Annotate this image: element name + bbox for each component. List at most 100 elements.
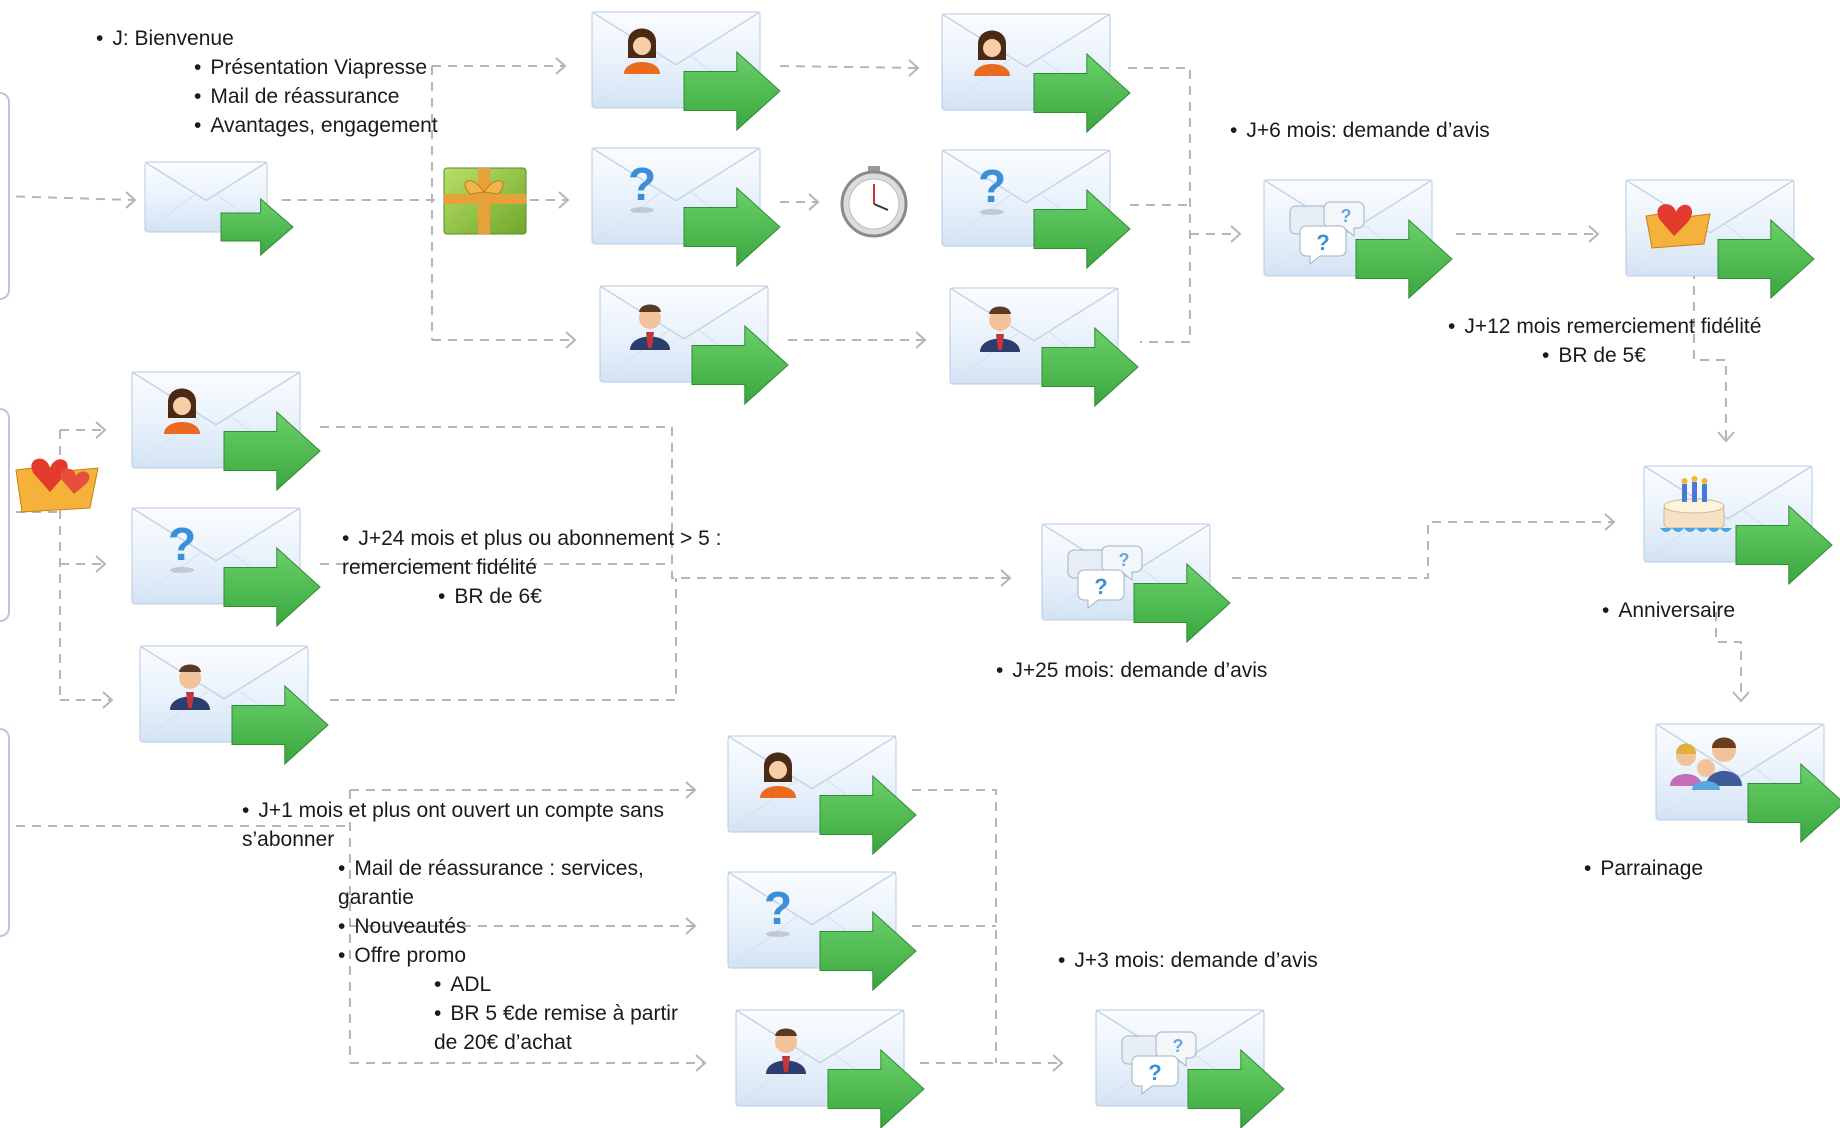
green-arrow-icon xyxy=(683,50,781,132)
question-mark-icon: ? xyxy=(978,160,1006,215)
svg-text:?: ? xyxy=(1094,574,1107,599)
speech-bubbles-question-icon: ?? xyxy=(1067,545,1143,610)
green-arrow-icon xyxy=(691,324,789,406)
label-j25: J+25 mois: demande d’avis xyxy=(996,656,1267,685)
svg-text:?: ? xyxy=(1173,1036,1184,1056)
label-j1-title-cont: s’abonner xyxy=(242,828,335,851)
email-woman-1 xyxy=(590,10,781,132)
label-welcome-title: J: Bienvenue xyxy=(96,24,438,53)
email-question-2: ? xyxy=(940,148,1131,270)
businessman-avatar-icon xyxy=(630,304,670,350)
woman-avatar-icon xyxy=(624,28,660,74)
email-avis-j3: ?? xyxy=(1094,1008,1285,1128)
email-question-3: ? xyxy=(130,506,321,628)
svg-text:?: ? xyxy=(764,882,792,934)
email-woman-4 xyxy=(726,734,917,856)
green-arrow-icon xyxy=(1717,218,1815,300)
label-j24-title-cont: remerciement fidélité xyxy=(342,556,537,579)
woman-avatar-icon xyxy=(760,752,796,798)
stopwatch-icon xyxy=(830,160,920,245)
email-man-1 xyxy=(598,284,789,406)
businessman-avatar-icon xyxy=(980,306,1020,352)
label-welcome: J: Bienvenue Présentation Viapresse Mail… xyxy=(96,24,438,140)
green-arrow-icon xyxy=(827,1048,925,1128)
label-j1-item-2: Nouveautés xyxy=(338,912,678,941)
green-arrow-icon xyxy=(1033,188,1131,270)
email-man-4 xyxy=(734,1008,925,1128)
birthday-cake-icon xyxy=(1660,476,1732,532)
segment-bar-middle xyxy=(0,408,10,622)
label-j1-item-3: Offre promo xyxy=(338,941,678,970)
email-question-1: ? xyxy=(590,146,781,268)
label-j12-sub: BR de 5€ xyxy=(1542,341,1761,370)
question-mark-icon: ? xyxy=(168,518,196,573)
green-arrow-icon xyxy=(223,410,321,492)
label-j24-title: J+24 mois et plus ou abonnement > 5 : xyxy=(342,524,721,553)
svg-text:?: ? xyxy=(628,158,656,210)
label-j12-title: J+12 mois remerciement fidélité xyxy=(1448,312,1761,341)
svg-text:?: ? xyxy=(1148,1060,1161,1085)
label-j1-title: J+1 mois et plus ont ouvert un compte sa… xyxy=(242,796,678,825)
label-j12: J+12 mois remerciement fidélité BR de 5€ xyxy=(1448,312,1761,370)
green-arrow-icon xyxy=(1355,218,1453,300)
green-arrow-icon xyxy=(223,546,321,628)
email-anniversaire xyxy=(1642,464,1833,586)
green-arrow-icon xyxy=(231,684,329,766)
heart-folder-icon xyxy=(1645,204,1711,249)
label-j1-item-1b: garantie xyxy=(338,886,414,909)
green-arrow-icon xyxy=(1041,326,1139,408)
green-arrow-icon xyxy=(1747,762,1840,844)
green-arrow-icon xyxy=(683,186,781,268)
svg-text:?: ? xyxy=(168,518,196,570)
label-j6: J+6 mois: demande d’avis xyxy=(1230,116,1489,145)
label-j3: J+3 mois: demande d’avis xyxy=(1058,946,1317,975)
question-mark-icon: ? xyxy=(628,158,656,213)
email-welcome xyxy=(143,160,294,257)
label-j1-item-1a: Mail de réassurance : services, xyxy=(338,854,678,883)
heart-folder-icon xyxy=(10,446,110,523)
label-j1-sub-2a: BR 5 €de remise à partir xyxy=(434,999,678,1028)
green-arrow-icon xyxy=(1735,504,1833,586)
woman-avatar-icon xyxy=(164,388,200,434)
label-welcome-item-2: Mail de réassurance xyxy=(194,82,438,111)
label-parrainage: Parrainage xyxy=(1584,854,1703,883)
label-j1: J+1 mois et plus ont ouvert un compte sa… xyxy=(242,796,678,1057)
email-parrainage xyxy=(1654,722,1840,844)
green-arrow-icon xyxy=(1187,1048,1285,1128)
businessman-avatar-icon xyxy=(766,1028,806,1074)
label-anniversaire: Anniversaire xyxy=(1602,596,1735,625)
speech-bubbles-question-icon: ?? xyxy=(1289,201,1365,266)
gift-box-icon xyxy=(440,162,530,245)
label-welcome-item-3: Avantages, engagement xyxy=(194,111,437,140)
email-avis-j6: ?? xyxy=(1262,178,1453,300)
email-man-3 xyxy=(138,644,329,766)
email-fidelite-j12 xyxy=(1624,178,1815,300)
speech-bubbles-question-icon: ?? xyxy=(1121,1031,1197,1096)
label-j24: J+24 mois et plus ou abonnement > 5 : re… xyxy=(342,524,721,611)
green-arrow-icon xyxy=(1033,52,1131,134)
svg-text:?: ? xyxy=(1341,206,1352,226)
green-arrow-icon xyxy=(220,197,294,257)
people-group-icon xyxy=(1670,737,1742,790)
label-j1-sub-2b: de 20€ d’achat xyxy=(434,1031,572,1054)
woman-avatar-icon xyxy=(974,30,1010,76)
label-welcome-item-1: Présentation Viapresse xyxy=(194,53,438,82)
svg-text:?: ? xyxy=(1316,230,1329,255)
email-woman-3 xyxy=(130,370,321,492)
green-arrow-icon xyxy=(819,774,917,856)
label-j24-sub: BR de 6€ xyxy=(438,582,721,611)
svg-text:?: ? xyxy=(978,160,1006,212)
question-mark-icon: ? xyxy=(764,882,792,937)
segment-bar-bottom xyxy=(0,728,10,937)
email-avis-j25: ?? xyxy=(1040,522,1231,644)
email-question-4: ? xyxy=(726,870,917,992)
email-man-2 xyxy=(948,286,1139,408)
svg-text:?: ? xyxy=(1119,550,1130,570)
email-woman-2 xyxy=(940,12,1131,134)
segment-bar-top xyxy=(0,92,10,300)
green-arrow-icon xyxy=(1133,562,1231,644)
label-j1-sub-1: ADL xyxy=(434,970,678,999)
green-arrow-icon xyxy=(819,910,917,992)
businessman-avatar-icon xyxy=(170,664,210,710)
